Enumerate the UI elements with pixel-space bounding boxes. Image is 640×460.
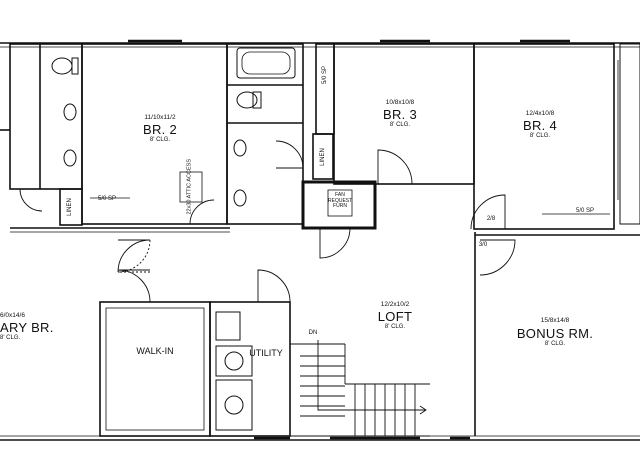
door-swing-br4 xyxy=(470,194,506,230)
stairs-dn-label: DN xyxy=(308,330,318,336)
washer-drum xyxy=(224,351,244,371)
br4-ceiling: 8' CLG. xyxy=(529,133,551,139)
shelf-br2-label: 5/0 SP xyxy=(97,196,116,202)
door-swing-linen xyxy=(189,199,215,225)
linen-left-label: LINEN xyxy=(67,198,73,216)
sink-left-2 xyxy=(63,149,77,167)
br3-closet xyxy=(315,43,335,135)
primary-ceiling: 8' CLG. xyxy=(0,335,21,341)
door-swing-mid xyxy=(275,140,304,169)
sink-mid-2 xyxy=(233,189,247,207)
door-swing-furnace xyxy=(319,227,351,259)
washer xyxy=(215,345,253,377)
walk-in-label: WALK-IN xyxy=(136,346,174,356)
door-swing-bonus xyxy=(479,239,516,276)
door-swing-br3 xyxy=(377,149,413,185)
door-swing-utility xyxy=(257,269,291,303)
br3-ceiling: 8' CLG. xyxy=(389,122,411,128)
sink-mid-1 xyxy=(233,139,247,157)
attic-access-label: 22x30 ATTIC ACCESS xyxy=(186,158,193,215)
br2-ceiling: 8' CLG. xyxy=(149,137,171,143)
staircase xyxy=(290,340,430,437)
door-tag-28: 2/8 xyxy=(486,216,496,222)
dryer xyxy=(215,379,253,431)
door-swing-br2 xyxy=(19,188,43,212)
bonus-name: BONUS RM. xyxy=(516,326,594,341)
door-tag-30: 3/0 xyxy=(478,242,488,248)
bonus-dimension: 15/8x14/8 xyxy=(540,317,570,324)
primary-name: ARY BR. xyxy=(0,320,54,335)
loft-name: LOFT xyxy=(377,309,413,324)
bathtub xyxy=(236,47,296,79)
attic-access xyxy=(179,171,203,203)
sink-left-1 xyxy=(63,103,77,121)
shelf-br4-label: 5/0 SP xyxy=(575,208,594,214)
walk-in-closet xyxy=(99,301,211,437)
loft-ceiling: 8' CLG. xyxy=(384,324,406,330)
furnace-label: FAN REQUEST FURN xyxy=(328,192,353,209)
shelf-br3-label: 5/0 SP xyxy=(322,66,328,85)
br4-dimension: 12/4x10/8 xyxy=(525,110,555,117)
toilet-left xyxy=(51,57,73,75)
bonus-ceiling: 8' CLG. xyxy=(544,341,566,347)
primary-dimension: 6/0x14/6 xyxy=(0,312,25,319)
br2-name: BR. 2 xyxy=(142,122,177,137)
loft-dimension: 12/2x10/2 xyxy=(380,301,410,308)
br2-dimension: 11/10x11/2 xyxy=(144,114,176,121)
toilet-mid xyxy=(236,91,258,109)
bath-left-wall xyxy=(9,43,83,190)
utility-room xyxy=(209,301,291,437)
utility-sink xyxy=(215,311,241,341)
br3-name: BR. 3 xyxy=(382,107,417,122)
door-swing-hall-left2 xyxy=(117,239,151,273)
bath-mid-walls xyxy=(226,43,304,225)
door-swing-hall-left xyxy=(117,239,151,273)
br3-dimension: 10/8x10/8 xyxy=(385,99,415,106)
utility-label: UTILITY xyxy=(249,348,283,358)
linen-mid-label: LINEN xyxy=(320,148,326,166)
dryer-drum xyxy=(224,395,244,415)
br4-name: BR. 4 xyxy=(522,118,557,133)
furnace-enclosure xyxy=(301,180,377,230)
door-swing-walkin xyxy=(117,269,151,303)
linen-mid-closet xyxy=(312,133,334,180)
